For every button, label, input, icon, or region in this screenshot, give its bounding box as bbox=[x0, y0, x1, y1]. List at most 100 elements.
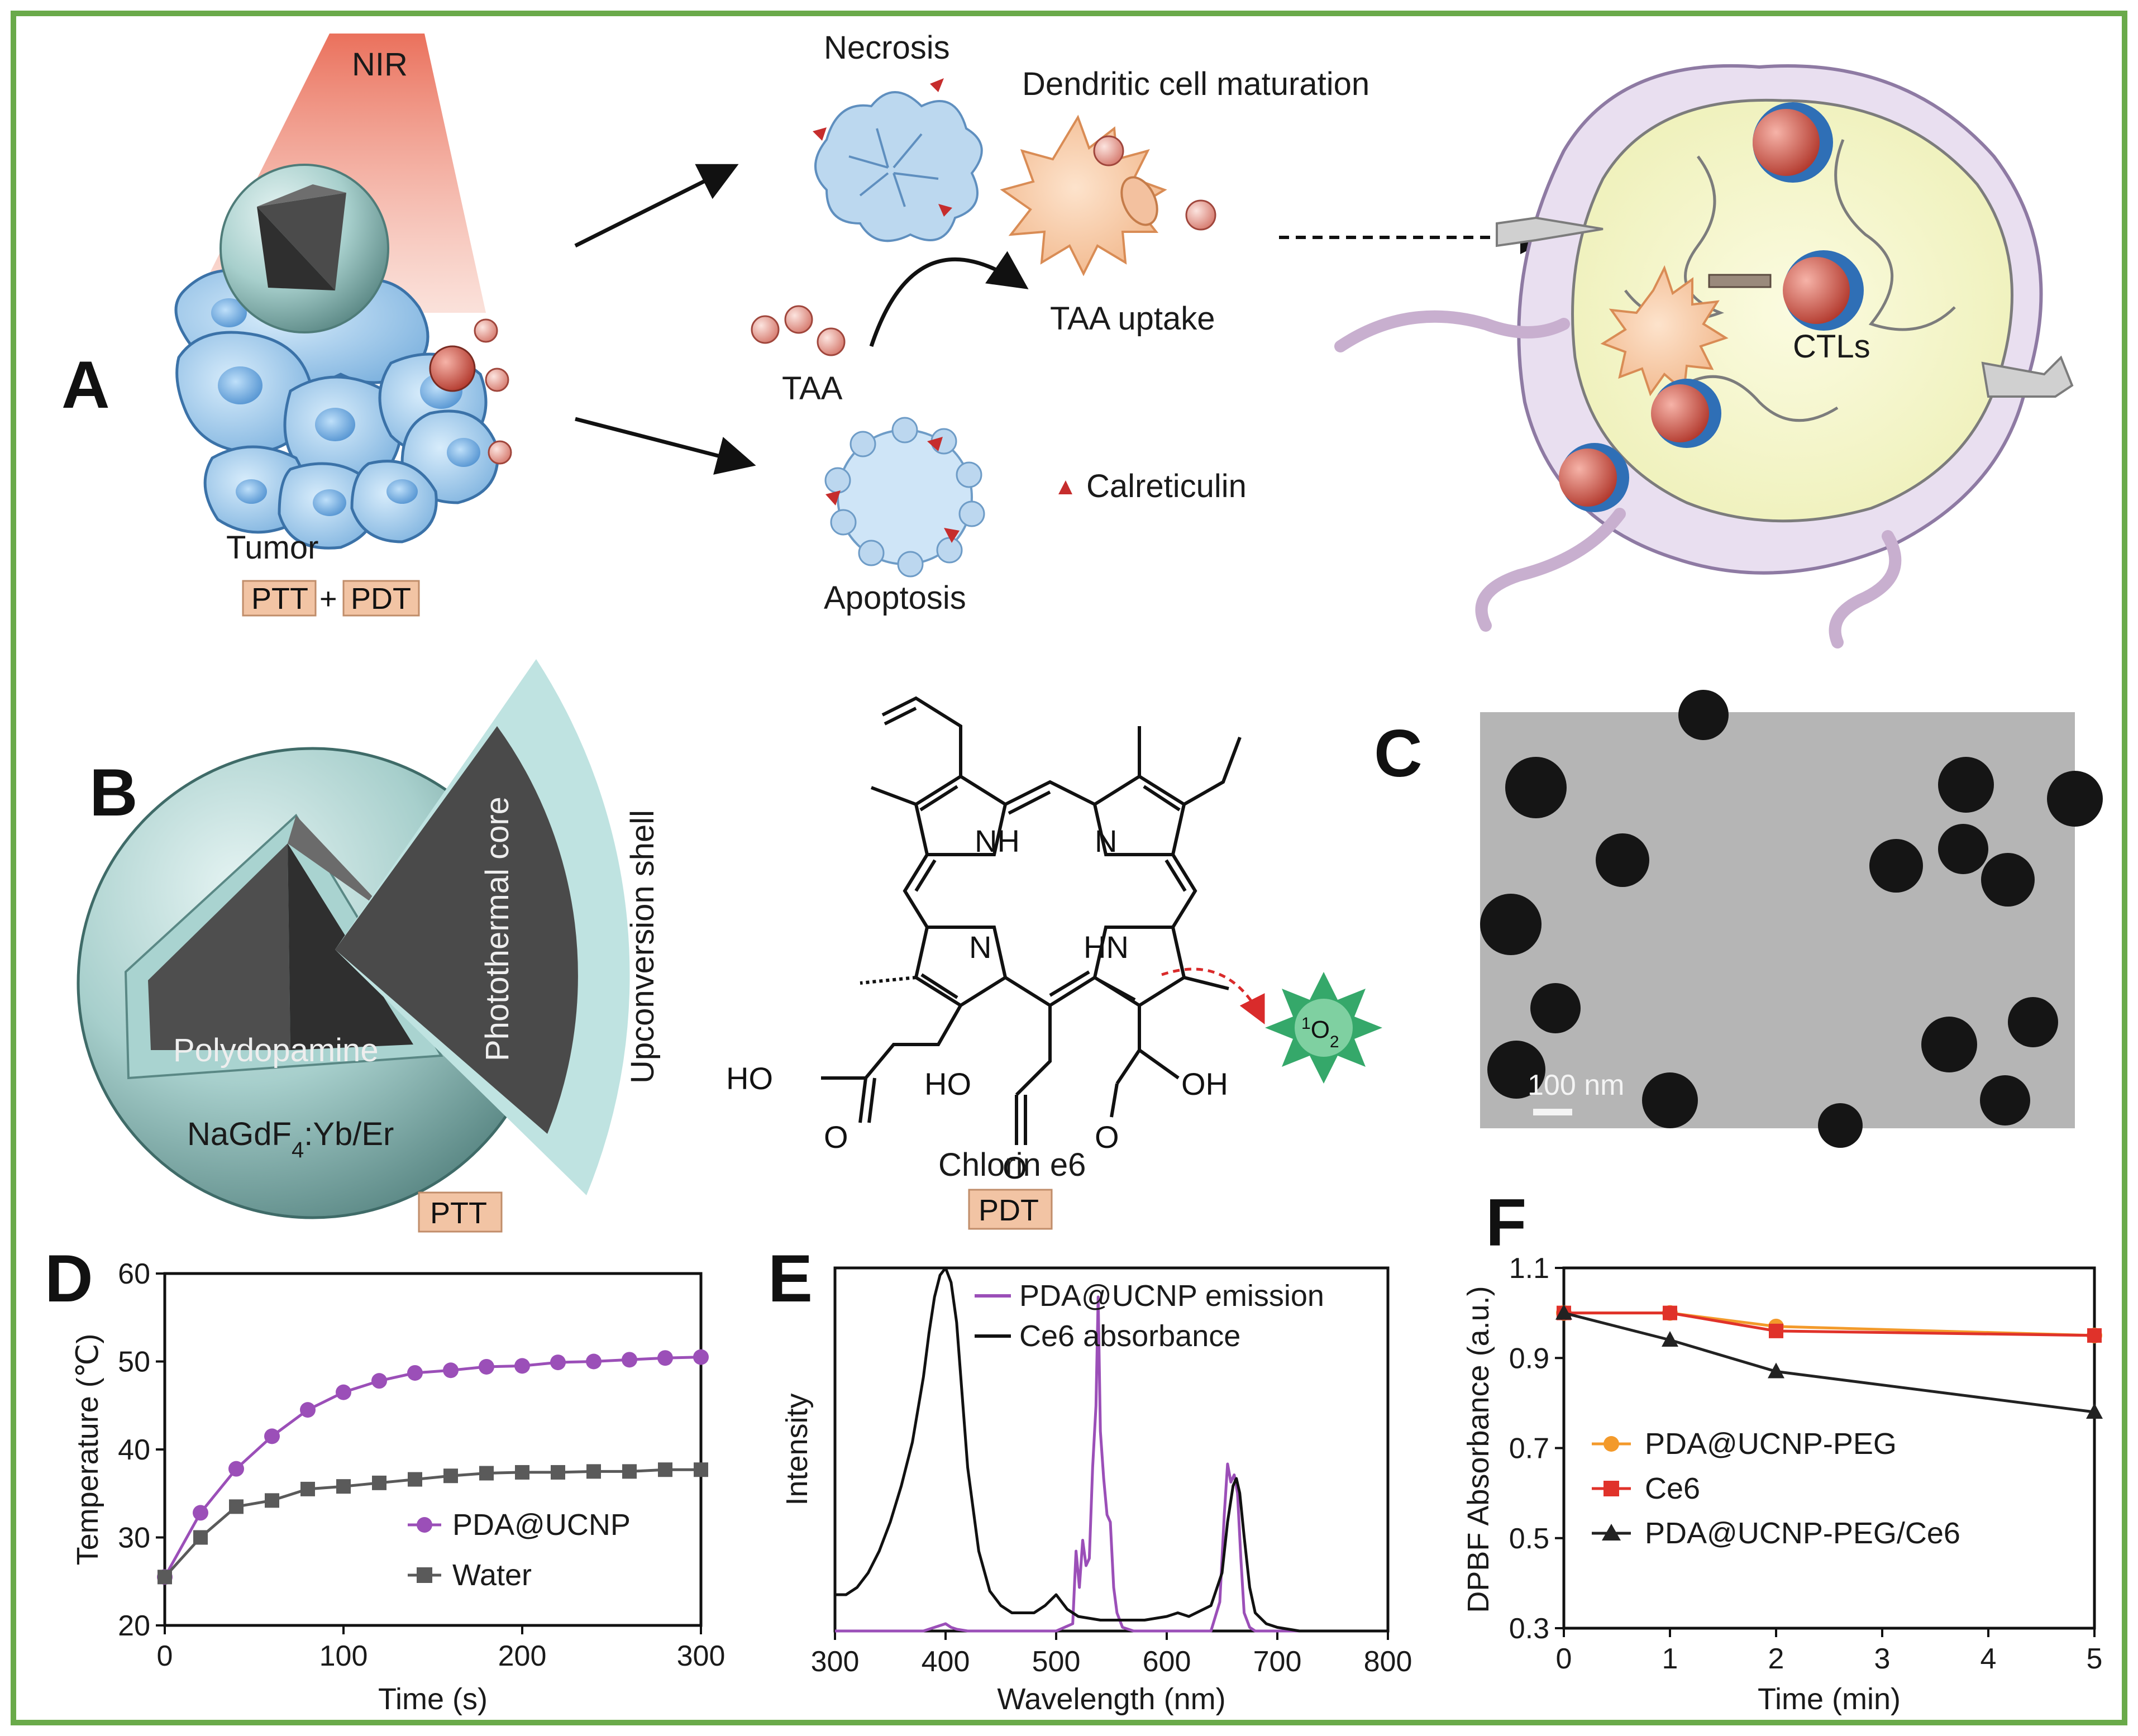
pdt-box-b bbox=[968, 1189, 1053, 1230]
chem-ho-left: HO bbox=[726, 1061, 773, 1096]
chart-d-series-1-point-14 bbox=[658, 1462, 672, 1477]
ptt-box-a bbox=[242, 580, 317, 617]
apoptosis-calreticulin-1 bbox=[927, 437, 943, 451]
chart-d-series-0-point-15 bbox=[693, 1349, 709, 1365]
pdt-label-b: PDT bbox=[979, 1194, 1039, 1227]
chart-f-ytick-label-0: 0.3 bbox=[1509, 1613, 1549, 1645]
nir-label: NIR bbox=[352, 46, 408, 83]
chart-d-xtick-label-1: 100 bbox=[319, 1640, 368, 1672]
ln-synapse bbox=[1708, 274, 1772, 288]
ptt-box-b bbox=[418, 1191, 503, 1233]
chart-d-series-0-point-11 bbox=[550, 1355, 566, 1371]
chart-f-series-1-point-2 bbox=[1769, 1323, 1783, 1338]
chart-d-series-1-point-6 bbox=[372, 1475, 386, 1490]
ctl-cells bbox=[1559, 102, 1864, 512]
chart-f-legend: PDA@UCNP-PEG Ce6 PDA@UCNP-PEG/Ce6 bbox=[1592, 1427, 1960, 1550]
sphere-cut-core-left bbox=[148, 843, 290, 1050]
chart-d-ytick-label-0: 20 bbox=[118, 1610, 150, 1642]
taa-ball-2 bbox=[784, 305, 813, 334]
chart-d-ylabel: Temperature (℃) bbox=[71, 1334, 104, 1566]
arrow-taa-uptake bbox=[869, 251, 1029, 347]
chlorin-label: Chlorin e6 bbox=[938, 1147, 1086, 1183]
tumor-nanoparticle bbox=[219, 164, 389, 333]
chart-e-series-1-line bbox=[835, 1266, 1388, 1633]
chart-f-xtick-label-2: 2 bbox=[1768, 1643, 1784, 1675]
photothermal-core-wedge bbox=[335, 726, 578, 1134]
chart-d-series-0-point-2 bbox=[228, 1461, 244, 1477]
chart-d-series-0-point-5 bbox=[336, 1384, 351, 1400]
apoptosis-calreticulin-2 bbox=[825, 490, 841, 505]
chart-e-xtick-label-0: 300 bbox=[811, 1646, 860, 1678]
taa-uptake-label: TAA uptake bbox=[1050, 301, 1215, 337]
chart-f-ytick-label-2: 0.7 bbox=[1509, 1433, 1549, 1465]
tumor-taa-2 bbox=[485, 368, 509, 392]
chart-e-xtick-label-1: 400 bbox=[922, 1646, 970, 1678]
chart-d-legend-2: Water bbox=[452, 1558, 532, 1592]
plus-label-a: + bbox=[319, 582, 337, 616]
nagdf4-sub: 4 bbox=[292, 1138, 304, 1162]
chem-nh: NH bbox=[975, 823, 1020, 859]
calreticulin-label: Calreticulin bbox=[1086, 468, 1247, 504]
chart-e-xtick-label-4: 700 bbox=[1253, 1646, 1302, 1678]
chart-d-ytick-label-1: 30 bbox=[118, 1522, 150, 1554]
chart-d-xtick-label-0: 0 bbox=[157, 1640, 173, 1672]
chart-e-legend: PDA@UCNP emission Ce6 absorbance bbox=[975, 1279, 1324, 1353]
chart-f-xtick-label-5: 5 bbox=[2087, 1643, 2103, 1675]
panel-a: A NIR bbox=[61, 30, 2074, 648]
chart-e-series-0-line bbox=[835, 1295, 1388, 1633]
necrosis-calreticulin-1 bbox=[930, 78, 944, 92]
apoptosis-calreticulin-3 bbox=[944, 528, 960, 543]
chart-f-series-1-point-3 bbox=[2087, 1328, 2102, 1343]
chart-e-frame bbox=[833, 1266, 1390, 1633]
ptt-label-a: PTT bbox=[251, 582, 308, 616]
singlet-oxygen-arrow bbox=[1161, 967, 1265, 1024]
chart-f-xlabel: Time (min) bbox=[1758, 1682, 1901, 1716]
chart-d-series-0-point-7 bbox=[407, 1365, 423, 1381]
scale-bar bbox=[1533, 1109, 1572, 1115]
chart-e-legend-2: Ce6 absorbance bbox=[1019, 1319, 1240, 1353]
chart-e-ylabel: Intensity bbox=[780, 1393, 814, 1505]
chart-d-series-1-point-2 bbox=[229, 1499, 244, 1514]
taa-label: TAA bbox=[782, 370, 843, 407]
chem-o-left: O bbox=[824, 1119, 848, 1155]
photothermal-core-label: Photothermal core bbox=[479, 797, 516, 1061]
ctls-label: CTLs bbox=[1793, 328, 1870, 365]
singlet-oxygen-core bbox=[1295, 999, 1353, 1057]
chart-f-legend-2: Ce6 bbox=[1645, 1472, 1700, 1505]
tem-nanoparticles bbox=[1480, 690, 2103, 1148]
chart-d-series-1-point-7 bbox=[408, 1472, 422, 1487]
scale-bar-label: 100 nm bbox=[1528, 1069, 1624, 1101]
chart-d-legend-1: PDA@UCNP bbox=[452, 1508, 631, 1542]
taa-ball-3 bbox=[817, 327, 846, 356]
nagdf4-label: NaGdF4:Yb/Er bbox=[187, 1116, 394, 1162]
panel-e-letter: E bbox=[768, 1241, 813, 1316]
polydopamine-label: Polydopamine bbox=[173, 1032, 379, 1069]
chart-e-xtick-label-3: 600 bbox=[1143, 1646, 1191, 1678]
chart-d-series-0-point-12 bbox=[586, 1353, 602, 1370]
dc-maturation-label: Dendritic cell maturation bbox=[1022, 66, 1369, 102]
chart-d-series-1-point-8 bbox=[443, 1468, 458, 1484]
chart-f-series-2-point-0 bbox=[1555, 1304, 1572, 1320]
chem-o-right: O bbox=[1095, 1119, 1119, 1155]
chart-f-xtick-label-4: 4 bbox=[1980, 1643, 1997, 1675]
chem-n-top: N bbox=[1095, 823, 1117, 859]
panel-f-letter: F bbox=[1486, 1185, 1526, 1260]
nagdf4-rest: :Yb/Er bbox=[304, 1116, 394, 1152]
chart-d-series-1-point-9 bbox=[479, 1466, 494, 1481]
arrow-to-apoptosis bbox=[575, 417, 756, 475]
chart-d-xlabel: Time (s) bbox=[378, 1682, 488, 1716]
chart-d-series-0-point-4 bbox=[300, 1402, 316, 1418]
necrosis-cell bbox=[814, 91, 983, 242]
chart-d-series-1-line bbox=[164, 1468, 701, 1578]
necrosis-calreticulin-2 bbox=[813, 127, 827, 141]
chart-f-xtick-label-0: 0 bbox=[1556, 1643, 1572, 1675]
panel-a-letter: A bbox=[61, 347, 110, 422]
chart-f-series-2-line bbox=[1563, 1311, 2095, 1414]
chart-e-xlabel: Wavelength (nm) bbox=[997, 1682, 1225, 1716]
